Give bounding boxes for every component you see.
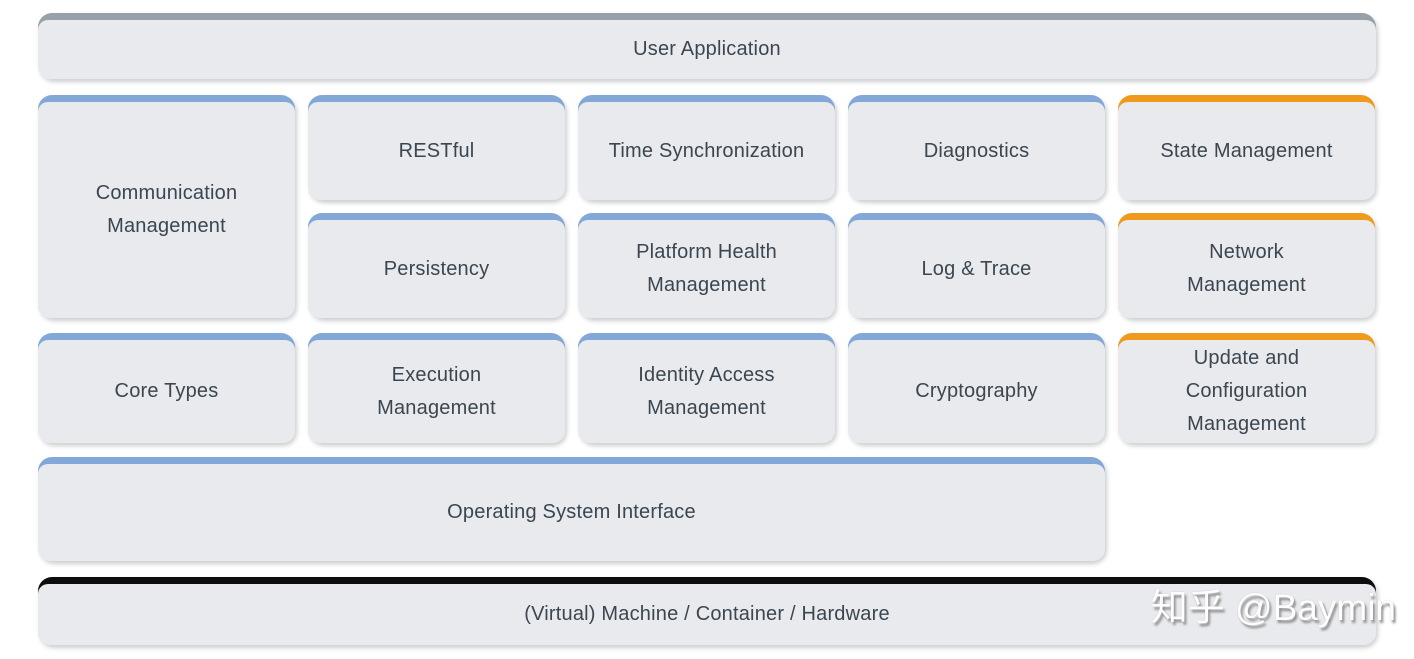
block-label: Update and Configuration Management bbox=[1185, 347, 1308, 435]
block-body: User Application bbox=[38, 20, 1376, 79]
block-update-and-configuration-management: Update and Configuration Management bbox=[1118, 333, 1375, 443]
block-platform-health-management: Platform Health Management bbox=[578, 213, 835, 318]
block-identity-access-management: Identity Access Management bbox=[578, 333, 835, 443]
block-label: Platform Health Management bbox=[636, 241, 777, 296]
block-label: Time Synchronization bbox=[608, 139, 805, 162]
block-cryptography: Cryptography bbox=[848, 333, 1105, 443]
block-label: Diagnostics bbox=[923, 139, 1030, 162]
block-label: Cryptography bbox=[915, 380, 1038, 402]
block-label: State Management bbox=[1160, 139, 1333, 162]
block-body: State Management bbox=[1118, 102, 1375, 200]
block-label: Network Management bbox=[1187, 241, 1306, 296]
block-label: Communication Management bbox=[95, 182, 238, 237]
block-body: Time Synchronization bbox=[578, 102, 835, 200]
block-time-synchronization: Time Synchronization bbox=[578, 95, 835, 200]
block-body: Diagnostics bbox=[848, 102, 1105, 200]
block-virtual-machine-container-hardware: (Virtual) Machine / Container / Hardware bbox=[38, 577, 1376, 645]
watermark: 知乎 @Baymin bbox=[1150, 587, 1396, 628]
block-operating-system-interface: Operating System Interface bbox=[38, 457, 1105, 561]
block-body: Operating System Interface bbox=[38, 464, 1105, 561]
block-label: Log & Trace bbox=[921, 257, 1032, 280]
block-state-management: State Management bbox=[1118, 95, 1375, 200]
block-body: Communication Management bbox=[38, 102, 295, 318]
block-user-application: User Application bbox=[38, 13, 1376, 79]
block-label: Persistency bbox=[383, 257, 490, 280]
block-body: Update and Configuration Management bbox=[1118, 340, 1375, 443]
block-diagnostics: Diagnostics bbox=[848, 95, 1105, 200]
block-label: Identity Access Management bbox=[638, 363, 775, 419]
block-persistency: Persistency bbox=[308, 213, 565, 318]
block-body: Execution Management bbox=[308, 340, 565, 443]
block-core-types: Core Types bbox=[38, 333, 295, 443]
block-label: User Application bbox=[633, 38, 781, 60]
block-body: RESTful bbox=[308, 102, 565, 200]
block-label: RESTful bbox=[398, 139, 475, 162]
block-label: Operating System Interface bbox=[447, 501, 696, 523]
block-body: Persistency bbox=[308, 220, 565, 318]
block-log-and-trace: Log & Trace bbox=[848, 213, 1105, 318]
block-network-management: Network Management bbox=[1118, 213, 1375, 318]
block-body: Core Types bbox=[38, 340, 295, 443]
block-body: Identity Access Management bbox=[578, 340, 835, 443]
block-body: Platform Health Management bbox=[578, 220, 835, 318]
block-label: Execution Management bbox=[377, 363, 496, 419]
block-body: (Virtual) Machine / Container / Hardware bbox=[38, 584, 1376, 645]
block-label: (Virtual) Machine / Container / Hardware bbox=[524, 603, 890, 625]
block-execution-management: Execution Management bbox=[308, 333, 565, 443]
block-label: Core Types bbox=[114, 380, 219, 402]
block-communication-management: Communication Management bbox=[38, 95, 295, 318]
block-restful: RESTful bbox=[308, 95, 565, 200]
block-body: Cryptography bbox=[848, 340, 1105, 443]
block-body: Network Management bbox=[1118, 220, 1375, 318]
block-body: Log & Trace bbox=[848, 220, 1105, 318]
